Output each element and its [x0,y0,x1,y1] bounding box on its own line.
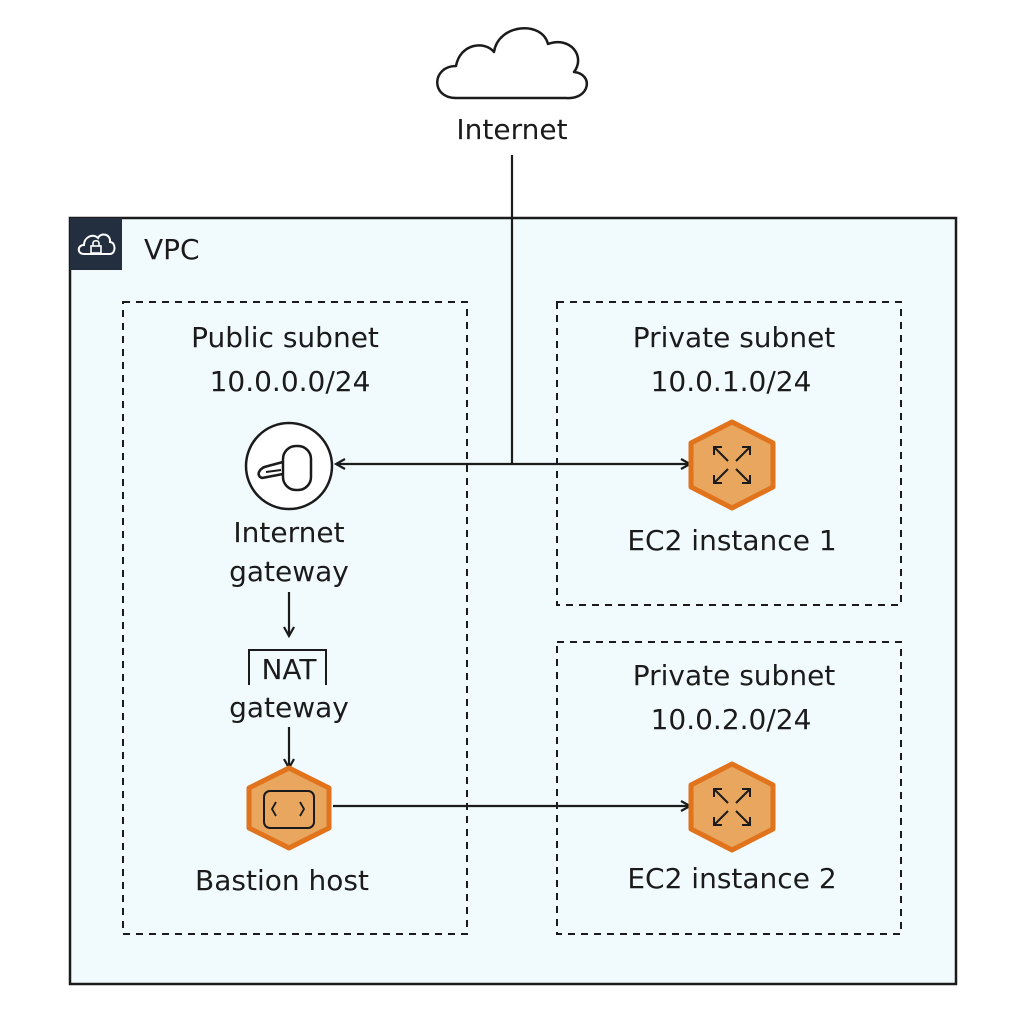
bastion-host-icon [246,765,332,851]
public-subnet-cidr: 10.0.0.0/24 [209,365,371,398]
internet-label: Internet [456,113,568,146]
ec2-instance-2-icon [688,761,776,853]
private-subnet-2-box [556,641,902,935]
ec2-instance-1-label: EC2 instance 1 [627,524,837,557]
private-subnet-1-cidr: 10.0.1.0/24 [650,365,812,398]
public-subnet-name: Public subnet [191,321,379,354]
vpc-label: VPC [144,233,200,266]
ec2-instance-2-label: EC2 instance 2 [627,862,837,895]
private-subnet-2-name: Private subnet [632,659,836,692]
internet-gateway-label-line1: Internet [233,516,345,549]
private-subnet-1-name: Private subnet [632,321,836,354]
internet-gateway-label-line2: gateway [229,555,349,588]
ec2-instance-1-icon [688,419,776,511]
public-subnet-box [122,301,468,935]
private-subnet-2-cidr: 10.0.2.0/24 [650,703,812,736]
cloud-icon [436,27,589,100]
bastion-host-label: Bastion host [195,864,369,897]
nat-gateway-label-line2: gateway [229,691,349,724]
nat-gateway-label-line1: NAT [261,653,317,686]
internet-gateway-icon [244,421,334,511]
vpc-cloud-lock-icon [70,218,122,270]
private-subnet-1-box [556,301,902,606]
nat-gateway-box [248,649,327,685]
